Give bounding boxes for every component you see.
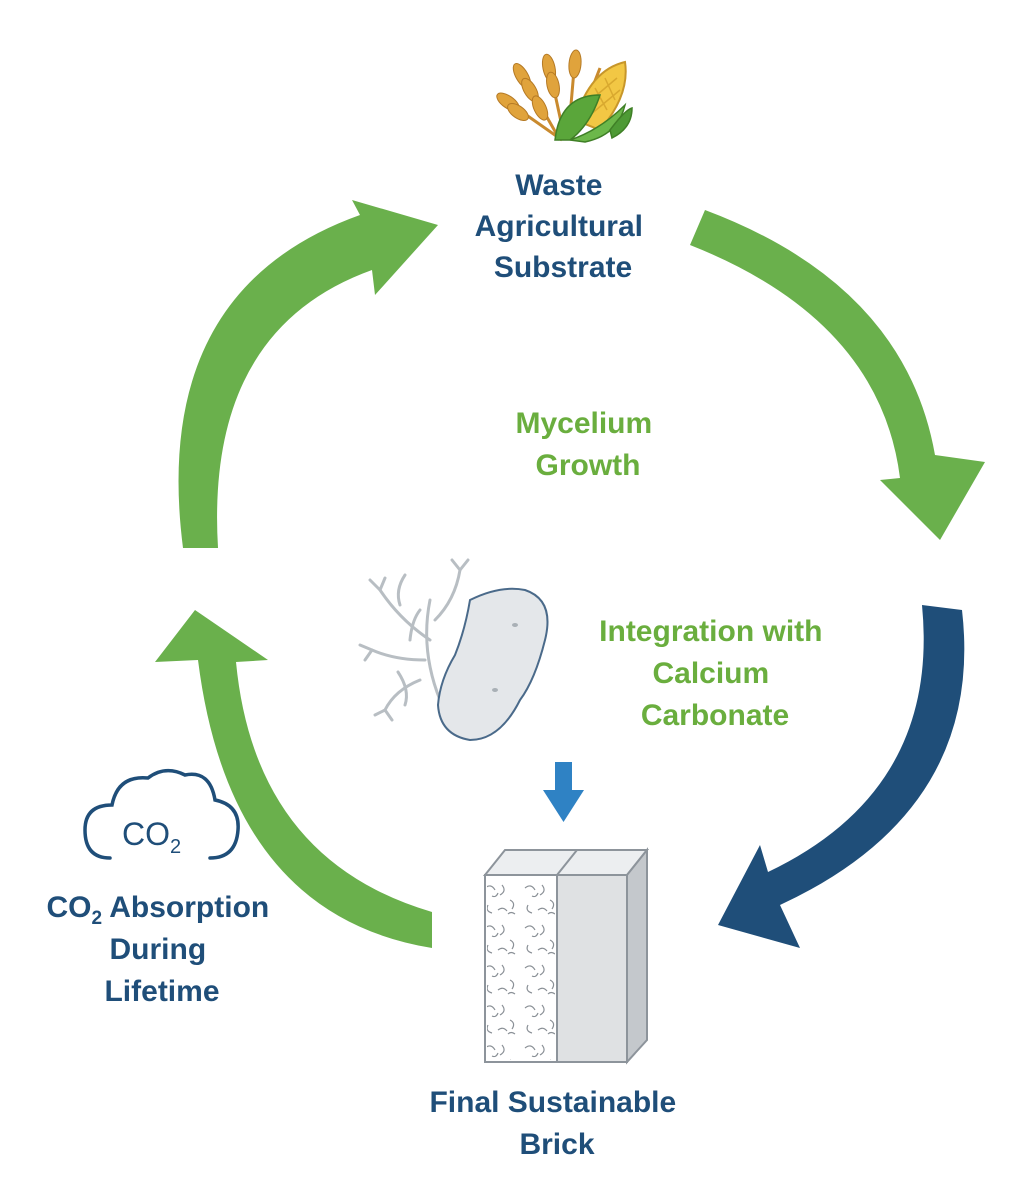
final-brick-label: Final Sustainable Brick: [429, 1086, 684, 1161]
mycelium-and-calcium-carbonate-icon: [358, 558, 549, 742]
cycle-arrow-from-waste: [690, 210, 985, 540]
cycle-arrow-to-waste: [178, 200, 438, 548]
mycelium-growth-label: Mycelium Growth: [515, 407, 660, 482]
down-arrow-to-brick: [543, 762, 584, 822]
waste-label: Waste Agricultural Substrate: [475, 169, 652, 284]
co2-absorption-label: CO2 Absorption During Lifetime: [46, 891, 277, 1008]
integration-label: Integration with Calcium Carbonate: [599, 615, 831, 732]
cycle-arrow-from-brick: [155, 610, 432, 948]
svg-text:CO2: CO2: [122, 816, 181, 858]
co2-cloud-icon: CO2: [83, 768, 240, 860]
brick-icon: [482, 847, 650, 1065]
wheat-and-corn-icon: [496, 49, 633, 143]
cycle-arrow-to-brick: [718, 605, 965, 948]
